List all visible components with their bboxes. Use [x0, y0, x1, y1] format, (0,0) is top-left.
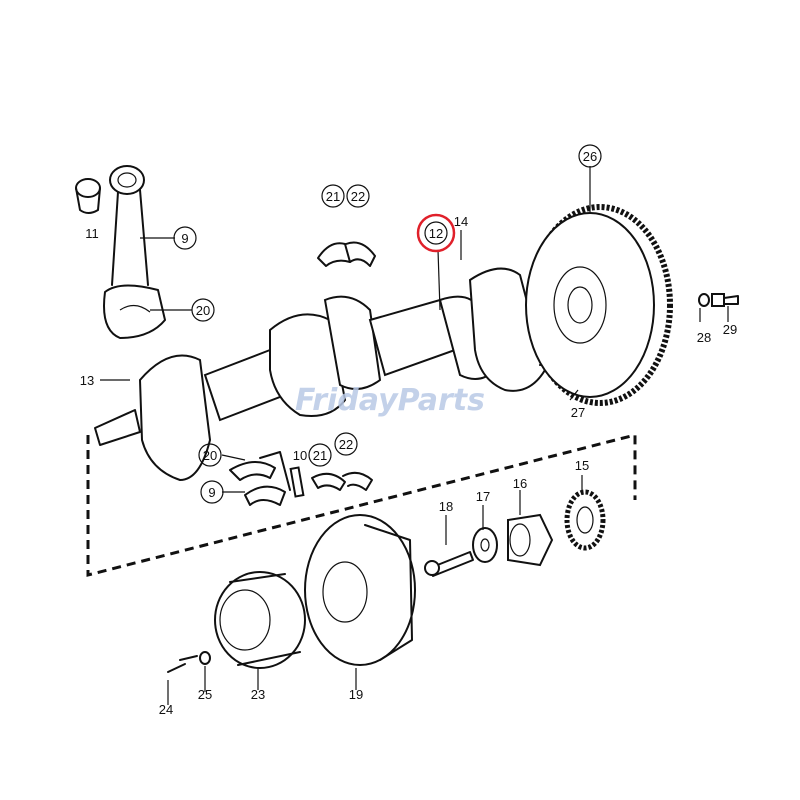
callout-15: 15: [575, 458, 589, 473]
callout-16: 16: [513, 476, 527, 491]
svg-text:10: 10: [293, 448, 307, 463]
svg-text:19: 19: [349, 687, 363, 702]
svg-text:18: 18: [439, 499, 453, 514]
svg-text:26: 26: [583, 149, 597, 164]
callout-27: 27: [571, 405, 585, 420]
svg-text:22: 22: [351, 189, 365, 204]
flywheel-bolt: [698, 293, 739, 307]
svg-text:27: 27: [571, 405, 585, 420]
svg-text:28: 28: [697, 330, 711, 345]
callout-23: 23: [251, 687, 265, 702]
callout-20-upper: 20: [191, 298, 215, 322]
svg-text:22: 22: [339, 437, 353, 452]
svg-text:14: 14: [454, 214, 468, 229]
callout-28: 28: [697, 330, 711, 345]
svg-text:21: 21: [313, 448, 327, 463]
callout-10: 10: [293, 448, 307, 463]
svg-text:16: 16: [513, 476, 527, 491]
svg-text:20: 20: [203, 448, 217, 463]
svg-text:24: 24: [159, 702, 173, 717]
callout-22-lower: 22: [334, 432, 358, 456]
callout-29: 29: [723, 322, 737, 337]
svg-text:11: 11: [85, 226, 99, 241]
callout-12: 12: [424, 221, 448, 245]
lower-bearing-parts: [229, 451, 373, 506]
svg-text:23: 23: [251, 687, 265, 702]
svg-text:21: 21: [326, 189, 340, 204]
callout-21-upper: 21: [321, 184, 345, 208]
svg-text:9: 9: [208, 485, 215, 500]
callout-14: 14: [454, 214, 468, 229]
connecting-rod: [75, 165, 166, 339]
flywheel: [525, 204, 673, 406]
callout-19: 19: [349, 687, 363, 702]
highlight-ring-12: [416, 213, 456, 253]
svg-text:12: 12: [429, 226, 443, 241]
callout-9-lower: 9: [200, 480, 224, 504]
svg-text:9: 9: [181, 231, 188, 246]
callout-26: 26: [578, 144, 602, 168]
crank-pulleys: [167, 514, 416, 673]
callout-labels: 26 21 22 12 14 11 9 20 13 28 29 27 20 10…: [80, 144, 737, 717]
callout-11: 11: [85, 226, 99, 241]
svg-text:29: 29: [723, 322, 737, 337]
callout-13: 13: [80, 373, 94, 388]
callout-21-lower: 21: [308, 443, 332, 467]
callout-25: 25: [198, 687, 212, 702]
callout-20-lower: 20: [198, 443, 222, 467]
svg-text:13: 13: [80, 373, 94, 388]
timing-gear-parts: [424, 489, 606, 577]
callout-18: 18: [439, 499, 453, 514]
svg-text:20: 20: [196, 303, 210, 318]
svg-text:15: 15: [575, 458, 589, 473]
parts-drawing: [75, 165, 739, 705]
assembly-guide-dashed: [86, 433, 637, 577]
callout-24: 24: [159, 702, 173, 717]
upper-bearing-shells: [317, 241, 376, 267]
callout-9-upper: 9: [173, 226, 197, 250]
crankshaft: [94, 267, 561, 482]
svg-text:17: 17: [476, 489, 490, 504]
leader-lines: [100, 166, 729, 705]
callout-17: 17: [476, 489, 490, 504]
watermark-text: FridayParts: [295, 383, 485, 418]
svg-text:25: 25: [198, 687, 212, 702]
callout-22-upper: 22: [346, 184, 370, 208]
